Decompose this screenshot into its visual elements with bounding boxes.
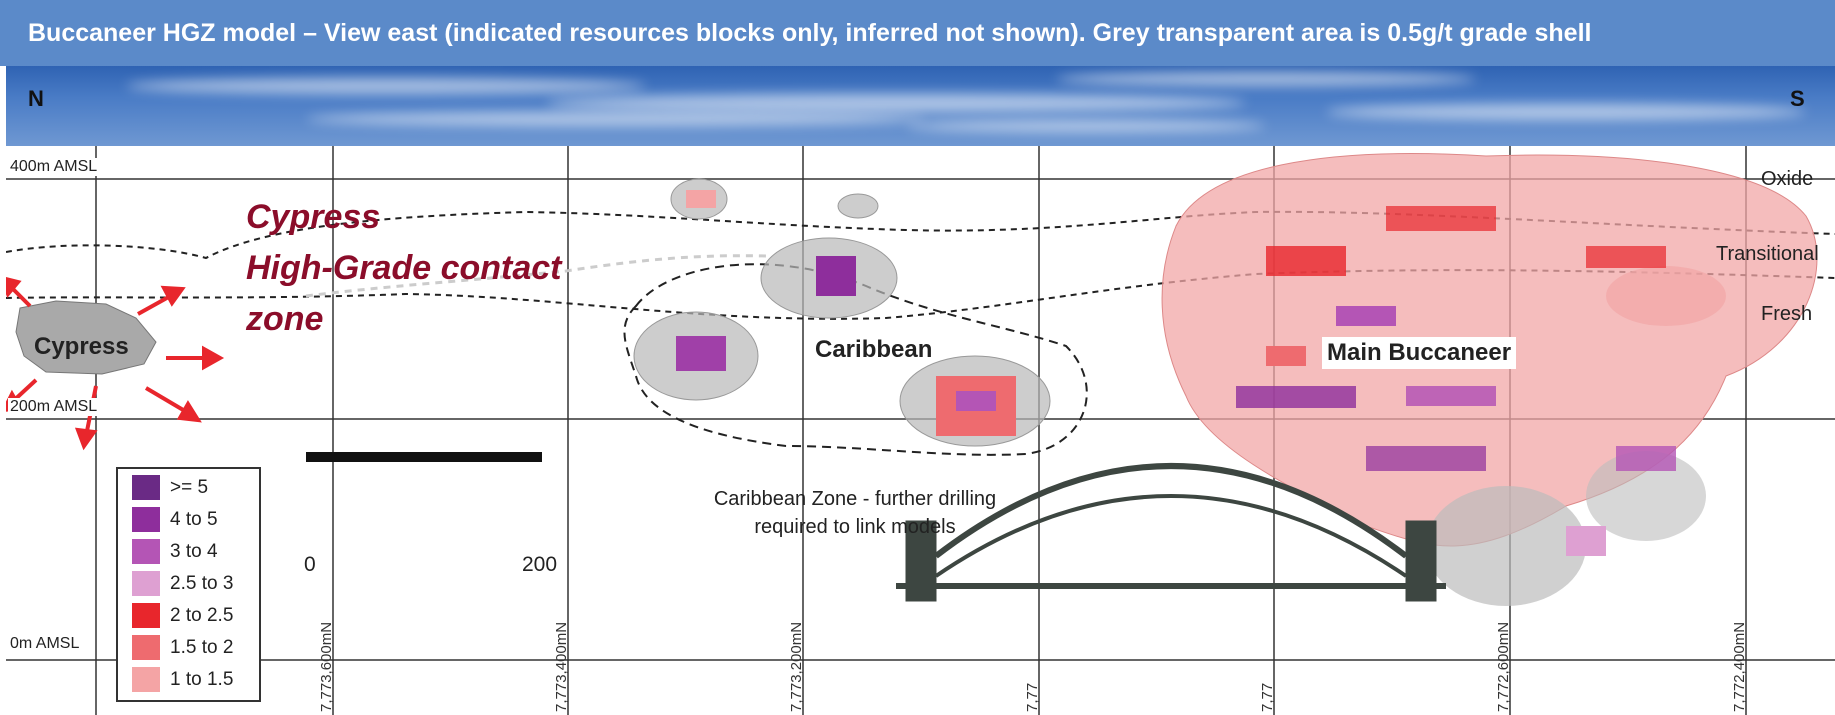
bridge-graphic — [896, 463, 1446, 602]
grade-legend: >= 5 4 to 5 3 to 4 2.5 to 3 2 to 2.5 1.5… — [116, 467, 261, 702]
legend-item: >= 5 — [132, 474, 256, 501]
legend-item: 4 to 5 — [132, 506, 256, 533]
legend-swatch — [132, 571, 160, 596]
legend-item: 1.5 to 2 — [132, 634, 256, 661]
callout-line-1: Cypress — [246, 198, 381, 236]
level-200m: 200m AMSL — [8, 398, 100, 416]
legend-item: 2 to 2.5 — [132, 602, 256, 629]
scale-end: 200 — [522, 553, 558, 576]
zone-oxide: Oxide — [1761, 168, 1814, 190]
zone-transitional: Transitional — [1716, 243, 1819, 265]
legend-swatch — [132, 507, 160, 532]
caribbean-note: Caribbean Zone - further drilling requir… — [680, 485, 1030, 541]
legend-item: 2.5 to 3 — [132, 570, 256, 597]
oxide-boundary — [6, 210, 1835, 260]
scale-start: 0 — [304, 553, 316, 576]
legend-swatch — [132, 475, 160, 500]
main-buccaneer-label: Main Buccaneer — [1322, 337, 1517, 369]
main-buccaneer-shells — [1161, 153, 1818, 606]
callout-text: Cypress High-Grade contact zone — [246, 192, 561, 345]
section-view — [6, 146, 1835, 715]
arrows — [6, 276, 225, 451]
cypress-label: Cypress — [34, 333, 129, 360]
transitional-boundary — [6, 269, 1835, 320]
caribbean-note-line-2: required to link models — [754, 516, 956, 538]
northing-label: 7,77 — [1024, 682, 1041, 712]
level-400m: 400m AMSL — [8, 158, 100, 176]
northing-label: 7,773,200mN — [788, 621, 805, 712]
caribbean-shells — [623, 178, 1088, 456]
legend-swatch — [132, 603, 160, 628]
caribbean-note-line-1: Caribbean Zone - further drilling — [713, 488, 997, 510]
north-indicator: N — [28, 86, 44, 111]
legend-item: 3 to 4 — [132, 538, 256, 565]
legend-swatch — [132, 539, 160, 564]
zone-fresh: Fresh — [1761, 303, 1813, 325]
legend-item: 1 to 1.5 — [132, 666, 256, 693]
northing-label: 7,773,600mN — [318, 621, 335, 712]
sky-banner — [6, 66, 1835, 146]
cypress-body — [15, 300, 157, 375]
northing-label: 7,77 — [1259, 682, 1276, 712]
northing-label: 7,773,400mN — [553, 621, 570, 712]
callout-line-2: High-Grade contact — [246, 249, 562, 287]
legend-swatch — [132, 635, 160, 660]
title-bar: Buccaneer HGZ model – View east (indicat… — [0, 0, 1835, 66]
figure-title: Buccaneer HGZ model – View east (indicat… — [28, 19, 1592, 47]
south-indicator: S — [1790, 86, 1805, 111]
level-0m: 0m AMSL — [8, 635, 82, 653]
legend-swatch — [132, 667, 160, 692]
callout-leader — [305, 254, 767, 298]
scale-bar — [306, 452, 542, 462]
callout-line-3: zone — [246, 300, 324, 338]
caribbean-label: Caribbean — [815, 336, 933, 363]
northing-label: 7,772,400mN — [1731, 621, 1748, 712]
northing-label: 7,772,600mN — [1495, 621, 1512, 712]
